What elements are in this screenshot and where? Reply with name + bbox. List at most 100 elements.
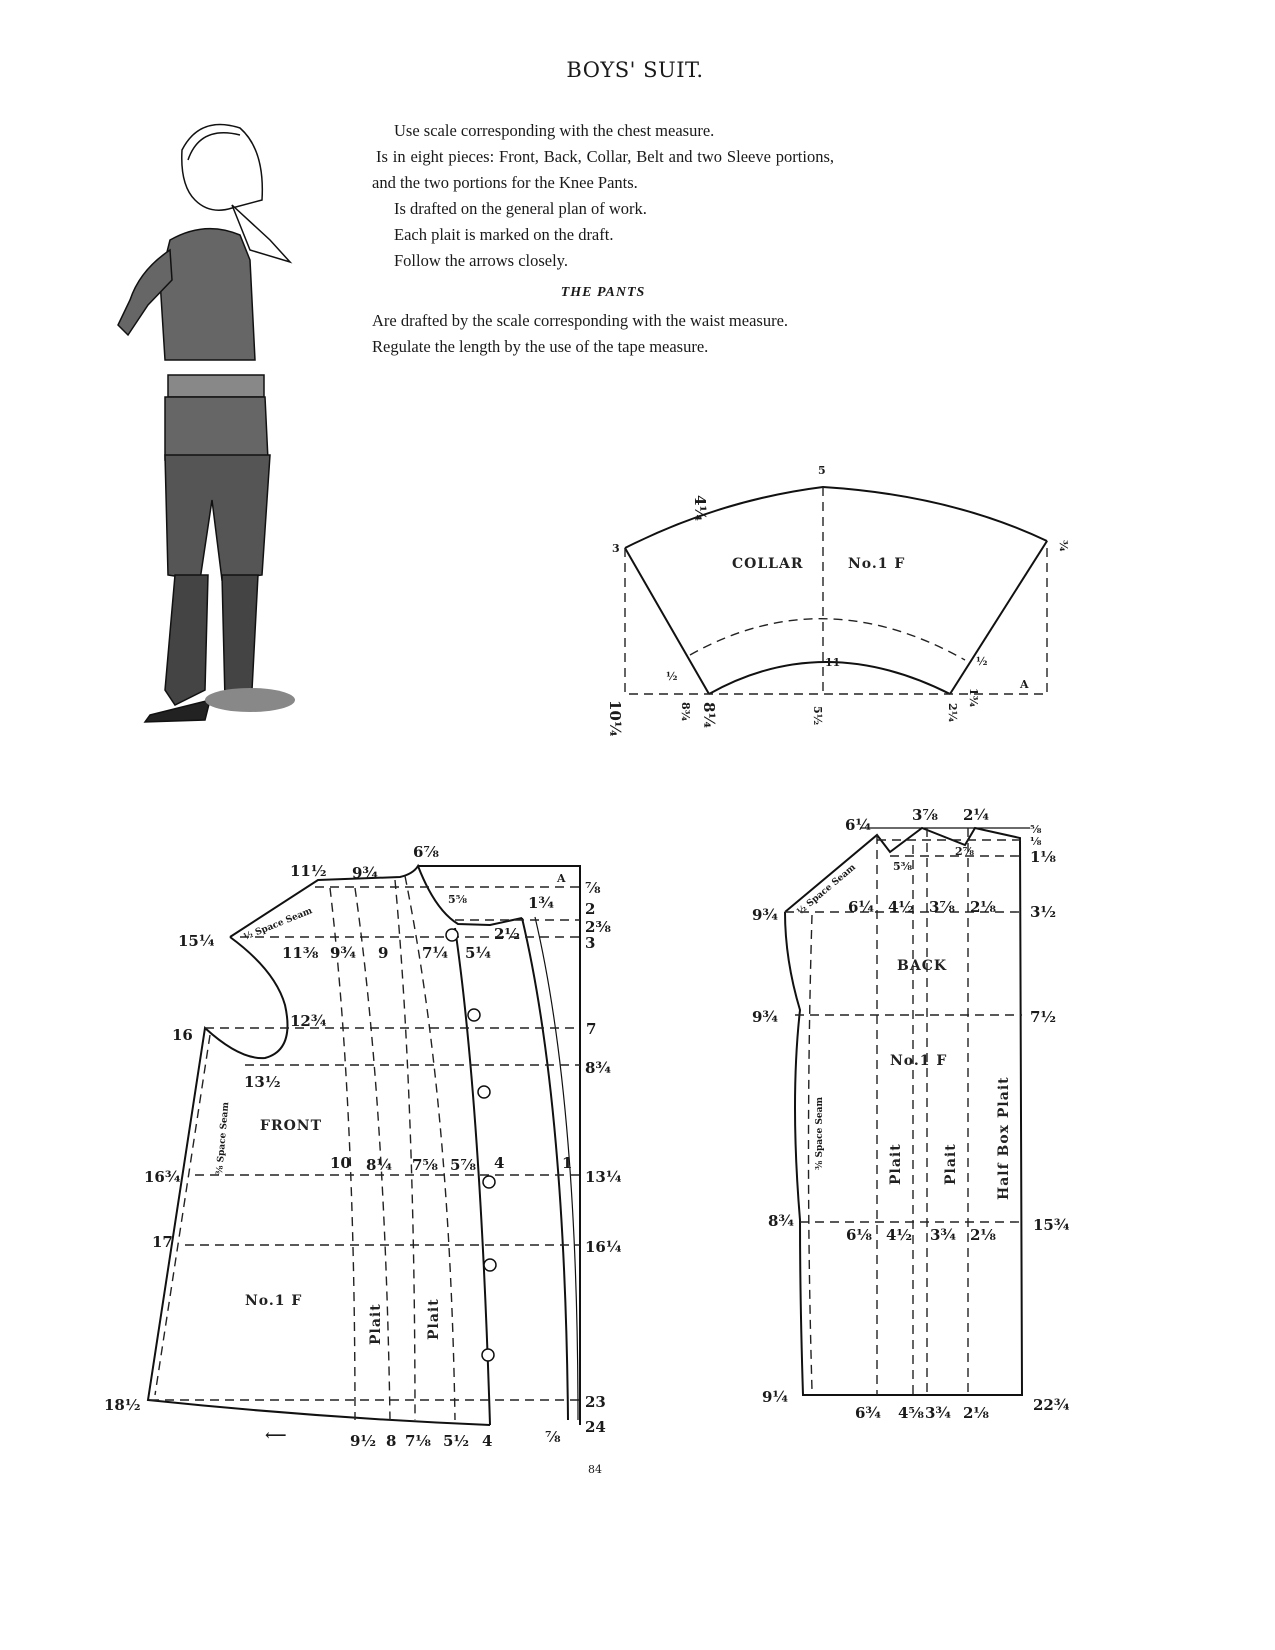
back-measure: 6¼: [845, 816, 871, 834]
plait-label: Plait: [426, 1298, 442, 1340]
back-measure: 3⅞: [929, 898, 955, 916]
front-measure: 11⅜: [282, 944, 319, 962]
front-measure: 1: [562, 1154, 572, 1172]
front-measure: 1¾: [528, 894, 554, 912]
front-measure: 5¼: [465, 944, 491, 962]
collar-measure: 4¼: [691, 495, 709, 521]
collar-measure: ½: [976, 655, 987, 668]
back-measure: 4½: [886, 1226, 912, 1244]
front-measure: 6⅞: [413, 843, 439, 861]
front-measure: 8¼: [366, 1156, 392, 1174]
front-measure: 18½: [104, 1396, 141, 1414]
front-measure: A: [556, 872, 566, 885]
front-measure: ⅞: [585, 879, 601, 897]
front-measure: 12¾: [290, 1012, 327, 1030]
back-measure: 5⅜: [893, 860, 913, 873]
front-measure: 16: [172, 1026, 193, 1044]
front-measure: 2½: [494, 925, 520, 943]
seam-label: ⅜ Space Seam: [815, 1097, 825, 1170]
collar-measure: 10¼: [606, 700, 624, 737]
back-measure: 6¼: [848, 898, 874, 916]
collar-measure: 1¾: [967, 688, 980, 708]
pants-heading: THE PANTS: [560, 285, 646, 300]
collar-measure: 2¼: [946, 703, 959, 723]
plait-label: Plait: [888, 1143, 904, 1185]
front-measure: 24: [585, 1418, 606, 1436]
arrow-icon: ⟵: [265, 1426, 287, 1444]
front-measure: 5½: [443, 1432, 469, 1450]
front-measure: 4: [482, 1432, 492, 1450]
collar-measure: 5½: [811, 706, 824, 725]
back-measure: 3⅞: [912, 806, 938, 824]
collar-measure: ½: [666, 670, 677, 683]
plait-label: Plait: [368, 1303, 384, 1345]
collar-measure: 11: [825, 656, 840, 669]
back-name: BACK: [897, 958, 947, 974]
instructions: Use scale corresponding with the chest m…: [372, 118, 834, 360]
front-measure: 7⅛: [405, 1432, 431, 1450]
back-measure: 2⅛: [963, 1404, 989, 1422]
front-pattern: 6⅞ 11½ 9¾ A ⅞ 5⅝ 1¾ 2 2⅜ 15¼ 2½ 3 11⅜ 9¾…: [104, 843, 622, 1450]
back-pattern: 6¼ 3⅞ 2¼ ⅝ ⅛ 1⅛ 5⅜ 2⅞ 9¾ 6¼ 4½ 3⅞ 2⅛ 3½ …: [752, 806, 1070, 1422]
collar-pattern: 3 4¼ 5 ¾ COLLAR No.1 F 10¼ 8¾ 8¼ 5½ 2¼ 1…: [606, 464, 1070, 737]
back-pattern-no: No.1 F: [890, 1053, 947, 1069]
front-measure: 23: [585, 1393, 606, 1411]
front-measure: 3: [585, 934, 595, 952]
front-measure: 2⅜: [585, 918, 611, 936]
front-measure: 8: [386, 1432, 396, 1450]
front-measure: 7¼: [422, 944, 448, 962]
front-name: FRONT: [260, 1118, 322, 1134]
back-measure: 4⅝: [898, 1404, 924, 1422]
back-measure: 2¼: [963, 806, 989, 824]
front-measure: 7: [586, 1020, 596, 1038]
front-measure: 13¼: [585, 1168, 622, 1186]
pants-text: Are drafted by the scale corresponding w…: [372, 311, 789, 330]
front-measure: 9: [378, 944, 388, 962]
front-measure: 15¼: [178, 932, 215, 950]
back-measure: 1⅛: [1030, 848, 1056, 866]
back-measure: 6⅛: [846, 1226, 872, 1244]
seam-label: ⅜ Space Seam: [215, 1101, 231, 1175]
front-measure: 9¾: [352, 864, 378, 882]
collar-measure: 3: [612, 542, 620, 555]
front-measure: 16¾: [144, 1168, 181, 1186]
back-measure: 6¾: [855, 1404, 881, 1422]
page-title: BOYS' SUIT.: [566, 58, 704, 82]
front-measure: 9¾: [330, 944, 356, 962]
collar-pattern-no: No.1 F: [848, 556, 905, 572]
instruction-line: Use scale corresponding with the chest m…: [394, 121, 715, 140]
front-measure: 10: [330, 1154, 351, 1172]
back-measure: 2⅛: [970, 898, 996, 916]
front-measure: 5⅝: [448, 893, 468, 906]
back-measure: 3¾: [930, 1226, 956, 1244]
pants-text: Regulate the length by the use of the ta…: [372, 337, 709, 356]
back-measure: 9¾: [752, 1008, 778, 1026]
button-icon: [445, 928, 497, 1362]
back-measure: 3¾: [925, 1404, 951, 1422]
front-measure: 9½: [350, 1432, 376, 1450]
back-measure: 9¼: [762, 1388, 788, 1406]
collar-name: COLLAR: [732, 556, 804, 572]
instruction-line: Is drafted on the general plan of work.: [394, 199, 647, 218]
back-measure: 2⅛: [970, 1226, 996, 1244]
front-measure: 4: [494, 1154, 504, 1172]
front-measure: 11½: [290, 862, 327, 880]
back-measure: 15¾: [1033, 1216, 1070, 1234]
collar-measure: A: [1019, 678, 1029, 691]
front-pattern-no: No.1 F: [245, 1293, 302, 1309]
collar-measure: 8¼: [700, 702, 718, 728]
collar-measure: 5: [818, 464, 826, 477]
front-measure: 16¼: [585, 1238, 622, 1256]
back-measure: 22¾: [1033, 1396, 1070, 1414]
front-measure: 2: [585, 900, 595, 918]
front-measure: 8¾: [585, 1059, 611, 1077]
back-measure: 7½: [1030, 1008, 1056, 1026]
page-number: 84: [588, 1463, 602, 1476]
collar-measure: 8¾: [679, 702, 692, 722]
instruction-line: Each plait is marked on the draft.: [394, 225, 614, 244]
back-measure: 4½: [888, 898, 914, 916]
back-measure: 3½: [1030, 903, 1056, 921]
back-measure: 2⅞: [955, 845, 975, 858]
front-measure: ⅞: [545, 1428, 561, 1446]
